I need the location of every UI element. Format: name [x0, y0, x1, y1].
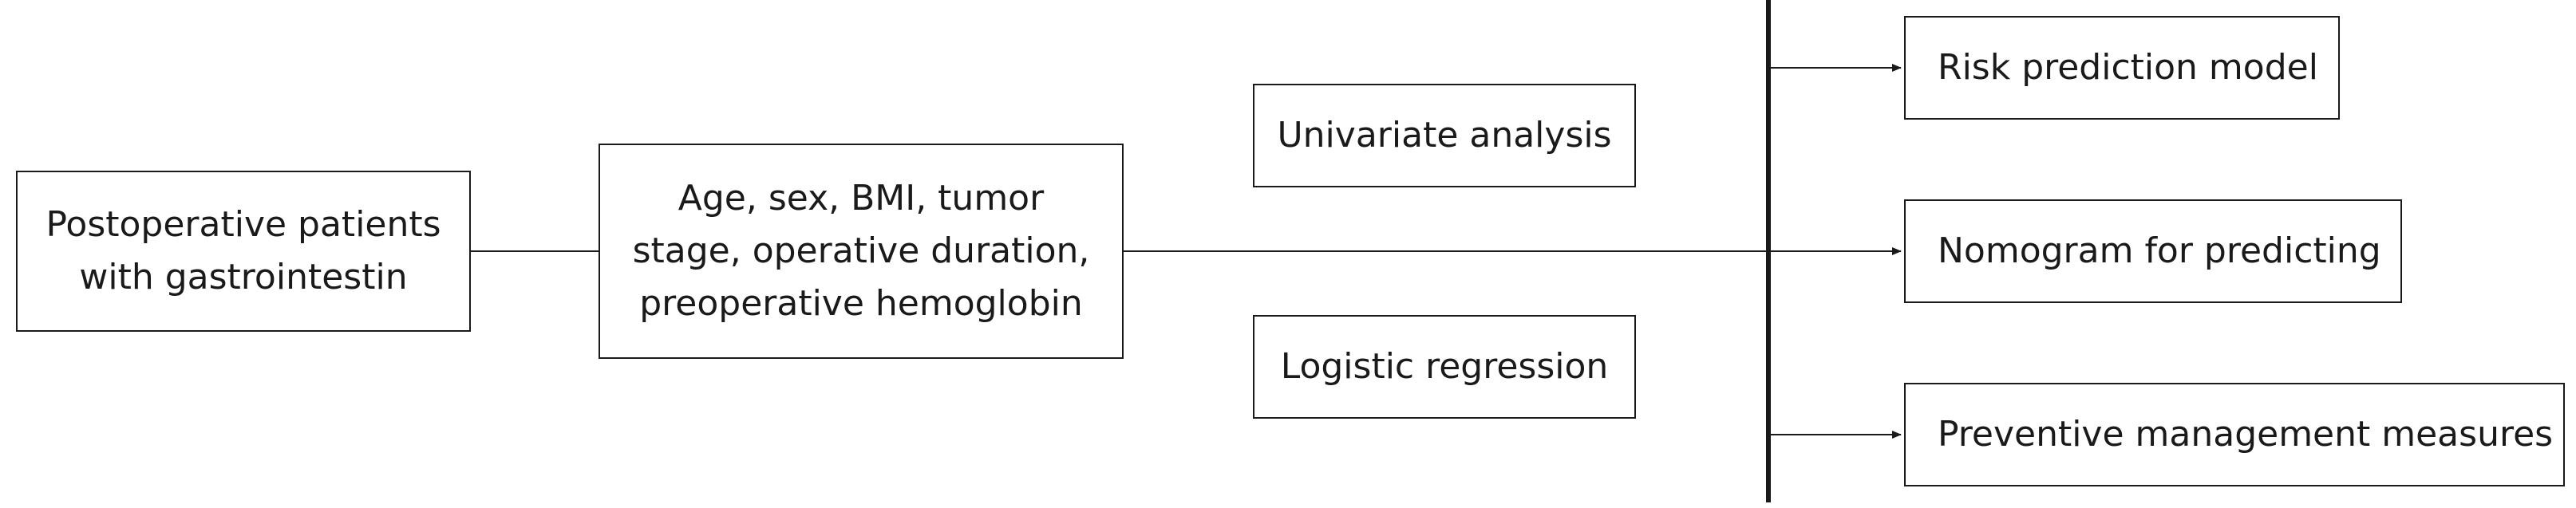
node-preventive-label: Preventive management measures	[1938, 414, 2554, 455]
node-preventive-management: Preventive management measures	[1904, 383, 2565, 486]
node-factors-line-2: stage, operative duration,	[632, 230, 1090, 271]
node-risk-prediction-model: Risk prediction model	[1904, 16, 2340, 120]
node-factors-line-1: Age, sex, BMI, tumor	[678, 178, 1045, 219]
node-patients-line-2: with gastrointestin	[79, 257, 408, 297]
node-nomogram-label: Nomogram for predicting	[1938, 230, 2381, 271]
node-logistic-regression: Logistic regression	[1253, 315, 1636, 419]
node-nomogram: Nomogram for predicting	[1904, 199, 2402, 303]
node-risk-factors: Age, sex, BMI, tumor stage, operative du…	[599, 144, 1124, 359]
node-factors-line-3: preoperative hemoglobin	[639, 283, 1083, 324]
node-risk-model-label: Risk prediction model	[1938, 47, 2318, 88]
node-postoperative-patients: Postoperative patients with gastrointest…	[16, 171, 471, 332]
node-logistic-label: Logistic regression	[1280, 346, 1609, 387]
node-patients-line-1: Postoperative patients	[45, 204, 441, 245]
node-univariate-label: Univariate analysis	[1277, 115, 1612, 156]
node-univariate-analysis: Univariate analysis	[1253, 84, 1636, 187]
